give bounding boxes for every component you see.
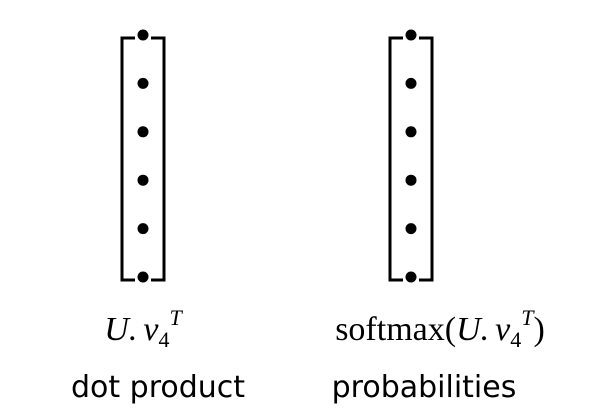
formula-probabilities: softmax(U.v4T) bbox=[335, 305, 545, 352]
vector-elements bbox=[405, 29, 417, 283]
vector-element-dot bbox=[137, 174, 149, 186]
vector-element-dot bbox=[405, 77, 417, 89]
left-bracket bbox=[388, 36, 403, 282]
vector-element-dot bbox=[137, 29, 149, 41]
vector-probabilities bbox=[388, 29, 434, 283]
vector-element-dot bbox=[405, 223, 417, 235]
caption-dot-product: dot product bbox=[71, 370, 245, 405]
right-bracket bbox=[419, 36, 434, 282]
vector-element-dot bbox=[137, 77, 149, 89]
vector-dot-product bbox=[120, 29, 166, 283]
vector-element-dot bbox=[137, 126, 149, 138]
vector-element-dot bbox=[405, 126, 417, 138]
vector-element-dot bbox=[137, 223, 149, 235]
vector-elements bbox=[137, 29, 149, 283]
vector-element-dot bbox=[405, 271, 417, 283]
left-bracket bbox=[120, 36, 135, 282]
caption-probabilities: probabilities bbox=[332, 370, 517, 405]
vector-element-dot bbox=[137, 271, 149, 283]
vector-element-dot bbox=[405, 29, 417, 41]
formula-dot-product: U.v4T bbox=[104, 305, 183, 352]
vector-element-dot bbox=[405, 174, 417, 186]
right-bracket bbox=[151, 36, 166, 282]
